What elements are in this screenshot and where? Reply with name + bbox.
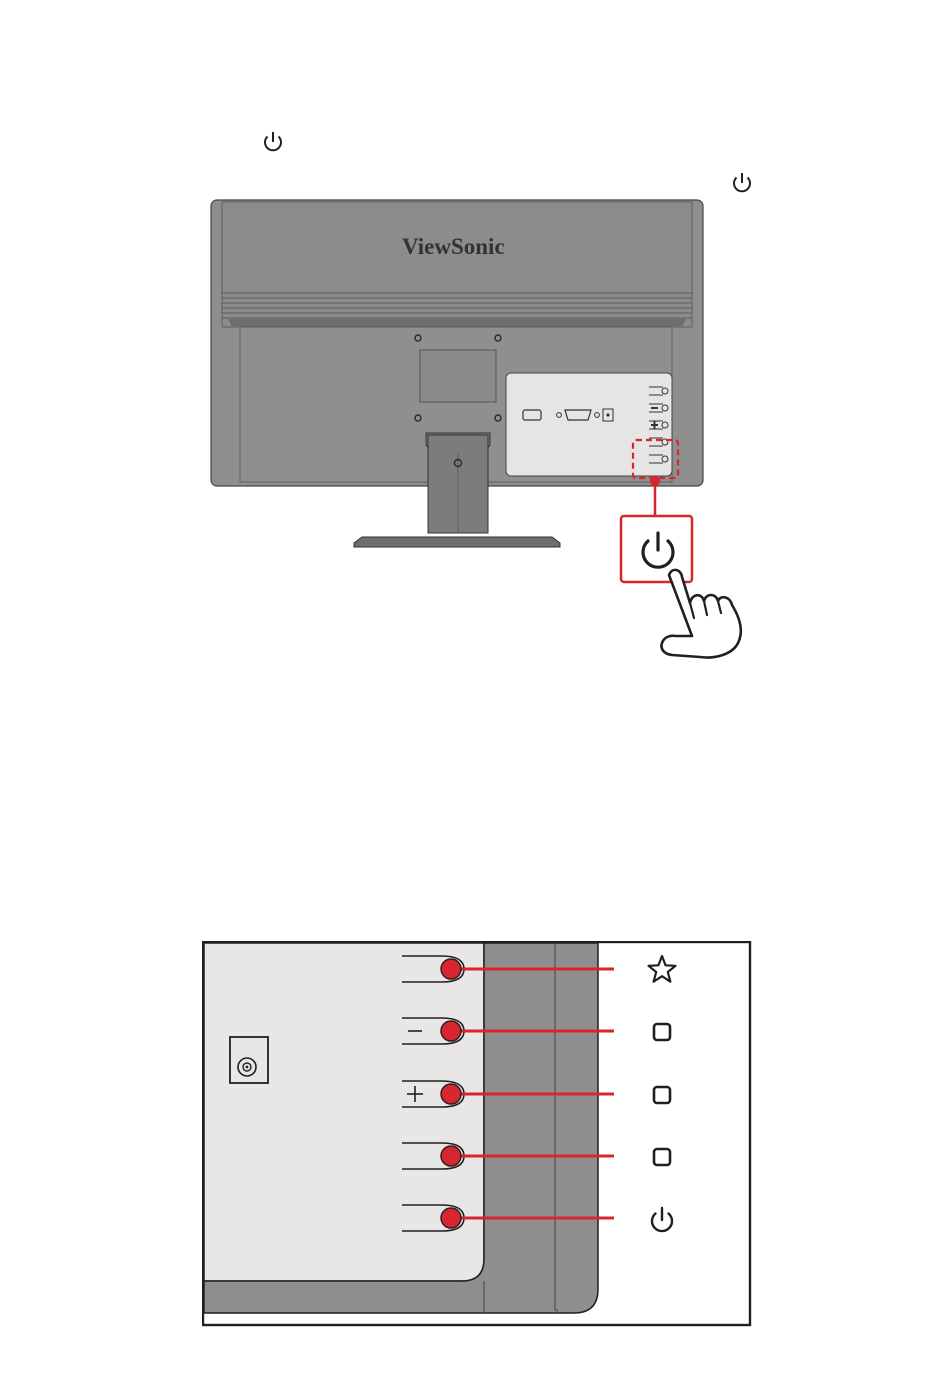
brand-logo: ViewSonic [402,232,514,262]
control-keys-detail [202,941,752,1327]
monitor-back-illustration: ViewSonic [200,195,760,665]
power-icon [261,129,285,155]
square-icon [652,1085,672,1105]
key-row [202,941,752,1327]
square-icon [652,1147,672,1167]
power-icon [648,1205,676,1235]
power-icon [730,170,754,196]
svg-text:ViewSonic: ViewSonic [402,234,505,259]
pointing-hand-icon [652,563,748,661]
star-icon [646,953,678,985]
square-icon [652,1022,672,1042]
